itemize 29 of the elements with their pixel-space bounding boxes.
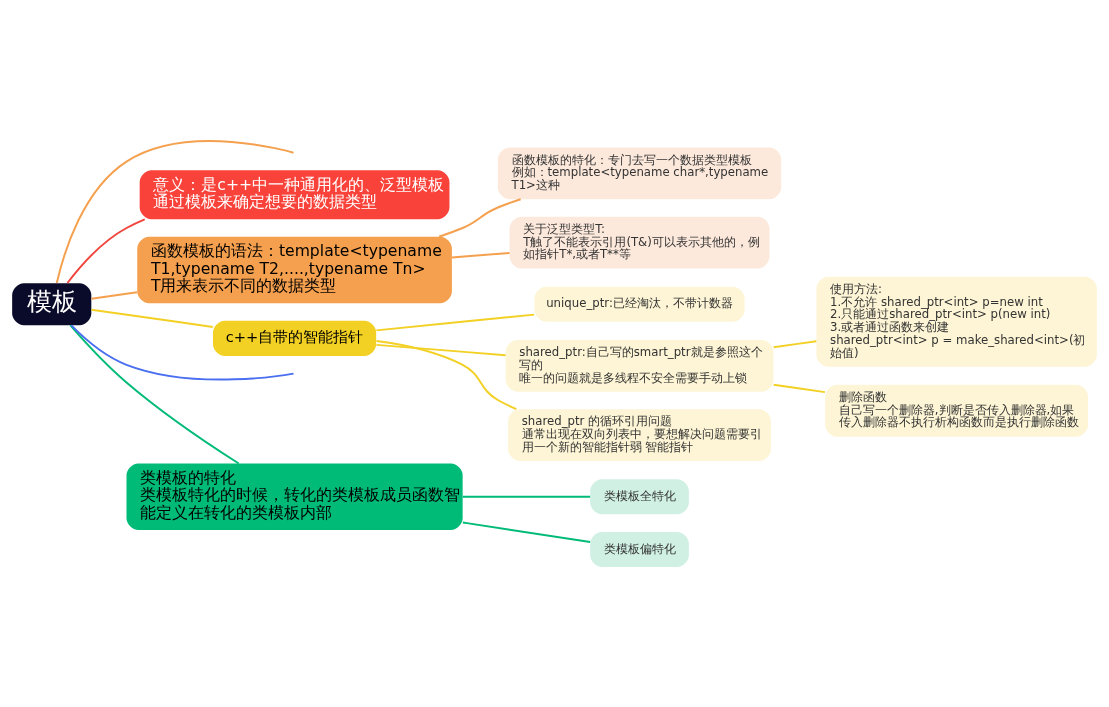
node-box: 关于泛型类型T: T触了不能表示引用(T&)可以表示其他的，例如指针T*,或者T**等 (509, 216, 770, 269)
node-box: 类模板全特化 (590, 478, 689, 514)
connector (70, 323, 295, 381)
node-box: 意义：是c++中一种通用化的、泛型模板 通过模板来确定想要的数据类型 (139, 169, 450, 219)
node-box: shared_ptr:自己写的smart_ptr就是参照这个写的 唯一的问题就是多线程不安全需要手动上锁 (505, 339, 774, 392)
connector (375, 343, 507, 356)
connector (90, 308, 214, 328)
connector (438, 197, 522, 238)
connector (461, 495, 592, 498)
node-box: shared_ptr 的循环引用问题 通常出现在双向列表中，要想解决问题需要引用一个新的智能指针弱 智能指针 (508, 408, 771, 461)
node-box: c++自带的智能指针 (212, 320, 377, 356)
connector (451, 251, 511, 259)
connector (69, 323, 240, 464)
connector (772, 383, 826, 393)
connector (772, 339, 818, 348)
connector (375, 339, 518, 410)
node-box: 类模板偏特化 (590, 531, 689, 567)
connector (461, 521, 592, 543)
node-box: 类模板的特化 类模板特化的时候，转化的类模板成员函数智能定义在转化的类模板内部 (126, 463, 463, 530)
connector (66, 217, 146, 284)
connector (375, 313, 536, 331)
node-box: 模板 (12, 282, 92, 325)
node-box: unique_ptr:已经淘汰，不带计数器 (534, 286, 745, 322)
connector (55, 139, 295, 284)
node-box: 删除函数 自己写一个删除器,判断是否传入删除器,如果传入删除器不执行析构函数而是执行删除函数 (825, 384, 1089, 437)
connector (90, 290, 139, 300)
node-box: 函数模板的特化：专门去写一个数据类型模板 例如：template<typename char*,typename T1>这种 (497, 146, 782, 199)
node-box: 函数模板的语法：template<typename T1,typename T2,....,typename Tn> T用来表示不同的数据类型 (137, 236, 452, 303)
node-box: 使用方法: 1.不允许 shared_ptr<int> p=new int 2.只能通过shared_ptr<int> p(new int) 3.或者通过函数来创建 shared_ptr<int> p = make_shared<int>(初始值) (816, 276, 1097, 367)
